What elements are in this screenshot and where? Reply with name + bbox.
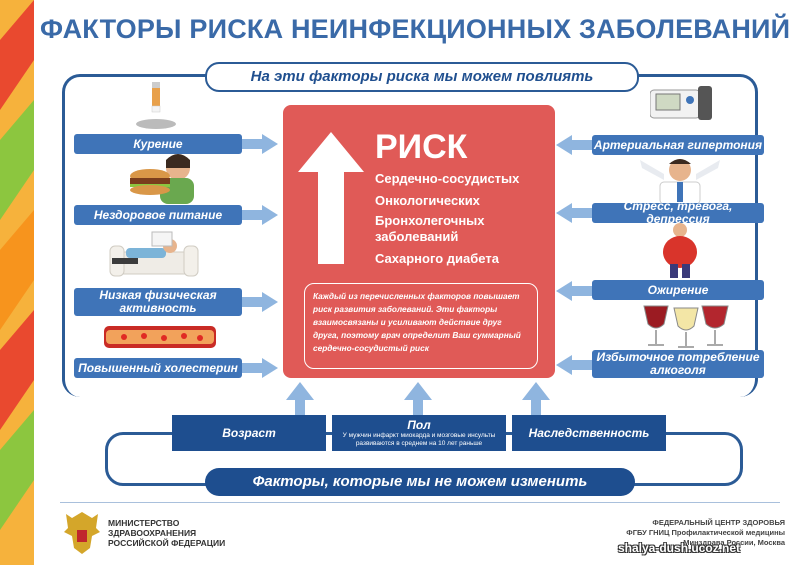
fixed-factors-banner: Факторы, которые мы не можем изменить [205, 468, 635, 496]
arrow-shaft [295, 400, 305, 416]
arrow-shaft [572, 360, 592, 370]
footer-divider [60, 502, 780, 503]
risk-title: РИСК [375, 128, 468, 166]
factor-low-activity: Низкая физическая активность [74, 288, 242, 316]
center-line: Минздрава России, Москва [683, 538, 785, 547]
arrow-shaft [572, 208, 592, 218]
arrow-right-icon [262, 358, 278, 378]
arrow-left-icon [556, 135, 572, 155]
arrow-left-icon [556, 355, 572, 375]
arrow-shaft [242, 139, 262, 149]
arrow-shaft [413, 400, 423, 416]
arrow-shaft [572, 286, 592, 296]
coat-of-arms-icon [64, 512, 100, 554]
factor-unhealthy-diet: Нездоровое питание [74, 205, 242, 225]
factor-cholesterol: Повышенный холестерин [74, 358, 242, 378]
risk-item: Онкологических [375, 193, 480, 208]
factor-alcohol: Избыточное потребление алкоголя [592, 350, 764, 378]
arrow-shaft [242, 297, 262, 307]
ministry-line: МИНИСТЕРСТВО [108, 518, 180, 528]
modifiable-factors-banner: На эти факторы риска мы можем повлиять [205, 62, 639, 92]
arrow-up-icon [286, 382, 314, 400]
arrow-shaft [242, 210, 262, 220]
ministry-line: РОССИЙСКОЙ ФЕДЕРАЦИИ [108, 538, 226, 548]
watermark: shalya-dush.ucoz.net [618, 541, 741, 555]
arrow-shaft [242, 363, 262, 373]
obese-person-icon [663, 223, 697, 278]
arrow-left-icon [556, 203, 572, 223]
up-arrow-icon [298, 132, 364, 264]
arrow-up-icon [522, 382, 550, 400]
ministry-line: ЗДРАВООХРАНЕНИЯ [108, 528, 197, 538]
center-line: ФГБУ ГНИЦ Профилактической медицины [626, 528, 785, 537]
artery-icon [104, 326, 216, 348]
burger-eating-icon [130, 154, 194, 204]
couch-person-icon [109, 231, 199, 277]
arrow-shaft [572, 140, 592, 150]
fixed-factor-sex: Пол У мужчин инфаркт миокарда и мозговые… [332, 415, 506, 451]
factor-hypertension: Артериальная гипертония [592, 135, 764, 155]
fixed-factor-sex-label: Пол [407, 418, 431, 432]
factor-obesity: Ожирение [592, 280, 764, 300]
risk-item: Сахарного диабета [375, 251, 499, 266]
arrow-up-icon [404, 382, 432, 400]
blood-pressure-monitor-icon [650, 86, 712, 120]
factor-stress: Стресс, тревога, депрессия [592, 200, 764, 226]
fixed-factor-sex-detail: У мужчин инфаркт миокарда и мозговые инс… [342, 432, 496, 447]
cigarette-icon [136, 82, 176, 129]
risk-item: Бронхолегочных заболеваний [375, 213, 485, 244]
risk-note: Каждый из перечисленных факторов повышае… [304, 283, 538, 369]
risk-item: Сердечно-сосудистых [375, 171, 520, 186]
ministry-name: МИНИСТЕРСТВО ЗДРАВООХРАНЕНИЯ РОССИЙСКОЙ … [108, 518, 225, 548]
page-title: ФАКТОРЫ РИСКА НЕИНФЕКЦИОННЫХ ЗАБОЛЕВАНИЙ [40, 14, 791, 44]
fixed-factor-heredity: Наследственность [512, 415, 666, 451]
arrow-shaft [531, 400, 541, 416]
center-line: ФЕДЕРАЛЬНЫЙ ЦЕНТР ЗДОРОВЬЯ [652, 518, 785, 527]
decorative-side-stripe [0, 0, 34, 565]
fixed-factor-age: Возраст [172, 415, 326, 451]
arrow-right-icon [262, 292, 278, 312]
factor-smoking: Курение [74, 134, 242, 154]
arrow-left-icon [556, 281, 572, 301]
stressed-man-icon [640, 159, 720, 204]
wine-glasses-icon [643, 305, 729, 348]
health-center-name: ФЕДЕРАЛЬНЫЙ ЦЕНТР ЗДОРОВЬЯ ФГБУ ГНИЦ Про… [540, 518, 785, 548]
arrow-right-icon [262, 134, 278, 154]
arrow-right-icon [262, 205, 278, 225]
